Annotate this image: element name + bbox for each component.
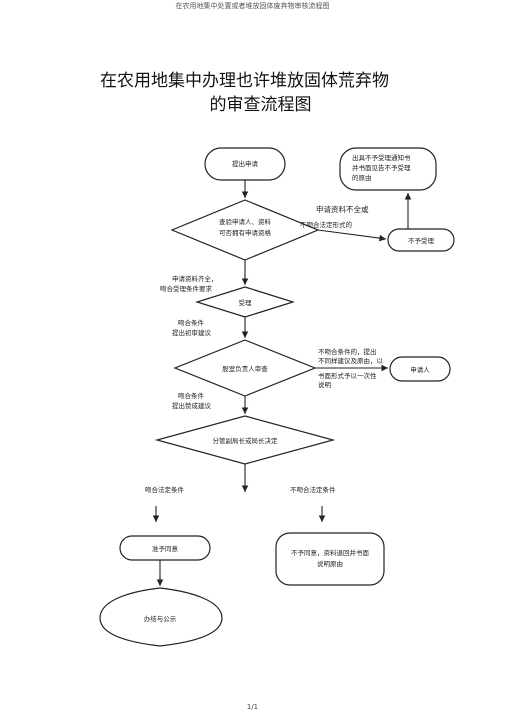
page-number: 1/1 [246, 703, 259, 711]
deny-node [275, 532, 385, 586]
nomeet-label-3: 书面形式予以一次性 [318, 371, 377, 380]
notice-line-3: 的原由 [352, 173, 372, 182]
page-title-line-1: 在农用地集中办理也许堆放固体荒弃物 [100, 71, 389, 91]
meets2-label-2: 提出赞成建议 [172, 401, 212, 410]
applicant-node [389, 356, 451, 382]
review-label: 股室负责人审查 [222, 364, 268, 373]
reject-node [387, 228, 455, 252]
deny-line-1: 不予同意，资料退回并书面 [291, 548, 370, 557]
nomeet-label-2: 不同样建议及原由，以 [318, 356, 384, 365]
decision-label: 分管副局长或局长决定 [213, 436, 279, 445]
nomeet-label-4: 说明 [318, 380, 332, 389]
legal-label: 吻合法定条件 [145, 485, 185, 494]
accept-label: 受理 [239, 298, 253, 307]
applicant-label: 申请人 [410, 365, 430, 374]
incomplete-label: 申请资料不全或 [316, 204, 369, 214]
reject-label: 不予受理 [408, 236, 435, 245]
deny-line-2: 说明原由 [317, 559, 343, 568]
approve-node [119, 535, 211, 561]
page-header: 在农用地集中处置或者堆放固体废弃物审核流程图 [175, 2, 330, 10]
not-legal-label: 不吻合法定条件 [290, 485, 336, 494]
meets-label-1: 吻合条件 [178, 318, 205, 327]
notice-line-1: 出具不予受理通知书 [352, 153, 411, 162]
apply-label: 提出申请 [232, 159, 259, 168]
approve-label: 准予同意 [152, 544, 179, 553]
check-line-2: 可否拥有申请资格 [219, 228, 272, 237]
arrow-check-to-reject [317, 229, 387, 242]
meets-label-2: 提出初审建议 [172, 328, 212, 337]
finish-node [99, 587, 223, 647]
not-legal-form-label: 不吻合法定形式的 [300, 220, 353, 229]
check-line-1: 查验申请人、资料 [219, 217, 272, 226]
notice-line-2: 并书面见告不予受理 [352, 163, 411, 172]
complete-label-1: 申请资料齐全， [172, 274, 218, 283]
page-title-line-2: 的审查流程图 [209, 95, 312, 115]
nomeet-label-1: 不吻合条件的，提出 [318, 347, 377, 356]
complete-label-2: 吻合受理条件要求 [160, 284, 213, 293]
finish-label: 办结与公示 [144, 614, 177, 623]
not-accepted-notice-node [339, 147, 437, 191]
meets2-label-1: 吻合条件 [178, 391, 205, 400]
